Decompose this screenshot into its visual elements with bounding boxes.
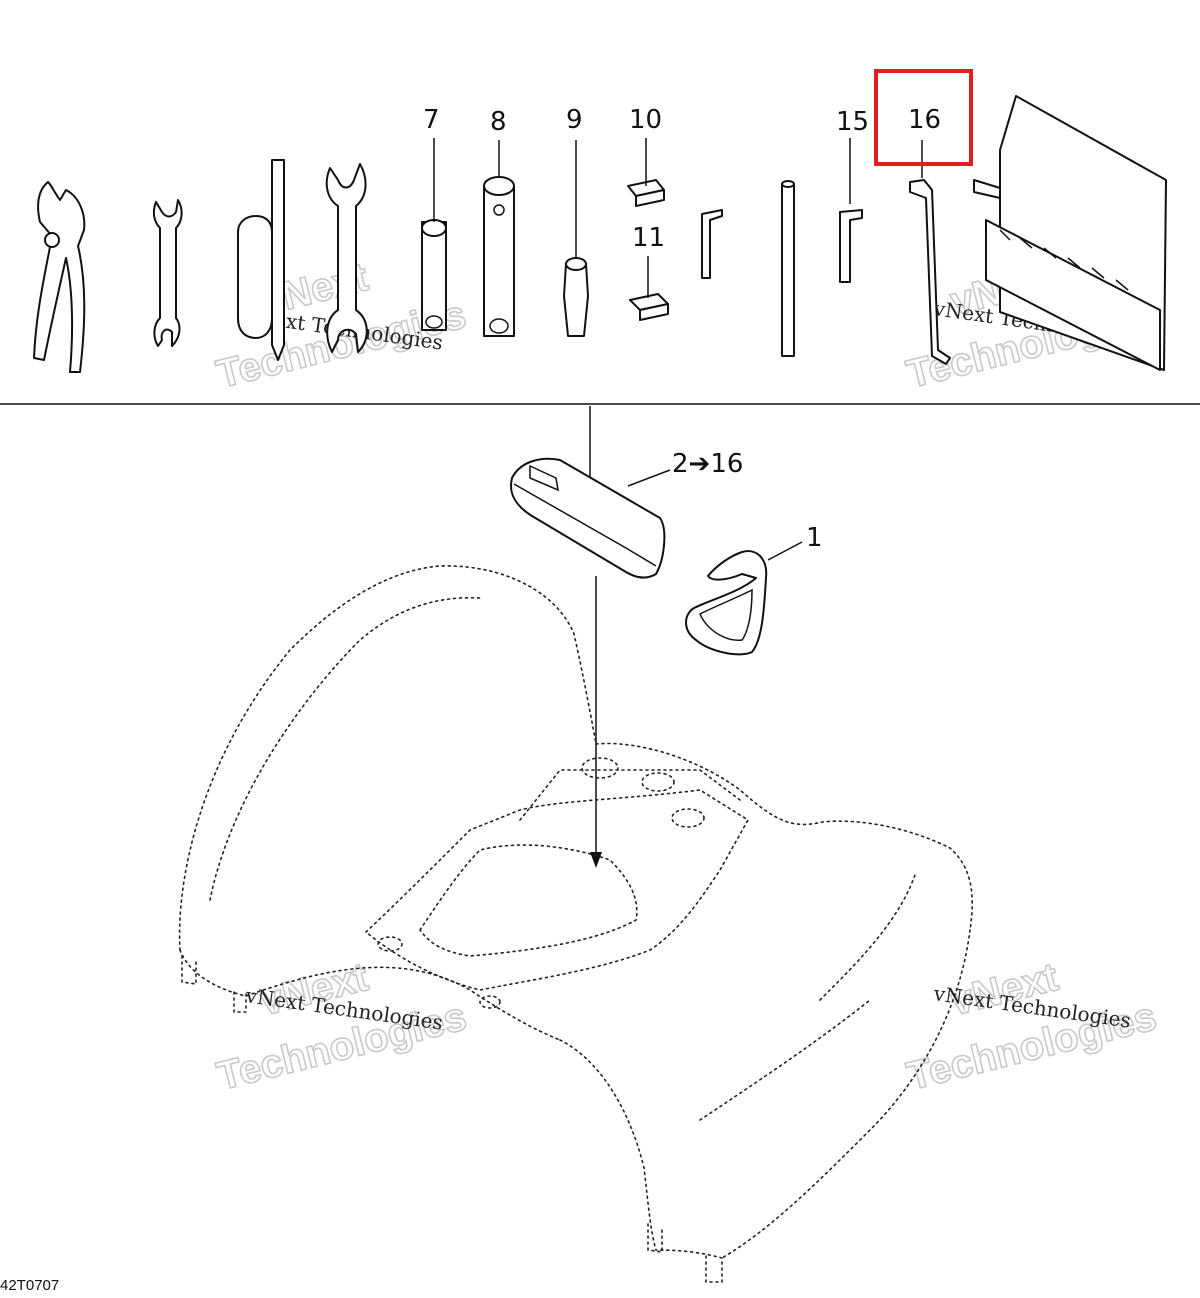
figure-code: 42T0707 <box>0 1277 59 1294</box>
callout-7: 7 <box>423 105 440 135</box>
arrow-head <box>590 852 602 868</box>
pliers-drawing[interactable] <box>33 181 86 373</box>
vehicle-phantom-outline <box>178 565 973 1283</box>
hex-key-small-drawing[interactable] <box>701 209 723 279</box>
part-16-drawing[interactable] <box>909 179 951 365</box>
callout-1: 1 <box>806 523 823 553</box>
part-7-drawing[interactable] <box>421 219 447 331</box>
callout-15: 15 <box>836 107 869 137</box>
callout-2-to-16: 2➔16 <box>672 449 743 479</box>
part-9-drawing[interactable] <box>563 257 589 337</box>
part-10-drawing[interactable] <box>627 179 665 207</box>
tool-holder-drawing[interactable] <box>973 95 1167 371</box>
large-wrench-drawing[interactable] <box>325 163 368 353</box>
tool-bag-drawing[interactable] <box>510 457 666 579</box>
part-1-drawing[interactable] <box>685 550 768 656</box>
highlight-box-16 <box>874 69 973 166</box>
callout-16: 16 <box>908 105 941 135</box>
part-8-drawing[interactable] <box>483 176 515 337</box>
callout-9: 9 <box>566 105 583 135</box>
callout-10: 10 <box>629 105 662 135</box>
screwdriver-drawing[interactable] <box>237 159 285 361</box>
callout-11: 11 <box>632 223 665 253</box>
small-wrench-drawing[interactable] <box>152 199 183 347</box>
callout-8: 8 <box>490 107 507 137</box>
part-11-drawing[interactable] <box>629 293 669 321</box>
leader-1 <box>767 541 803 561</box>
rod-drawing[interactable] <box>781 180 795 357</box>
part-15-drawing[interactable] <box>839 209 863 283</box>
leader-2to16 <box>627 469 671 487</box>
